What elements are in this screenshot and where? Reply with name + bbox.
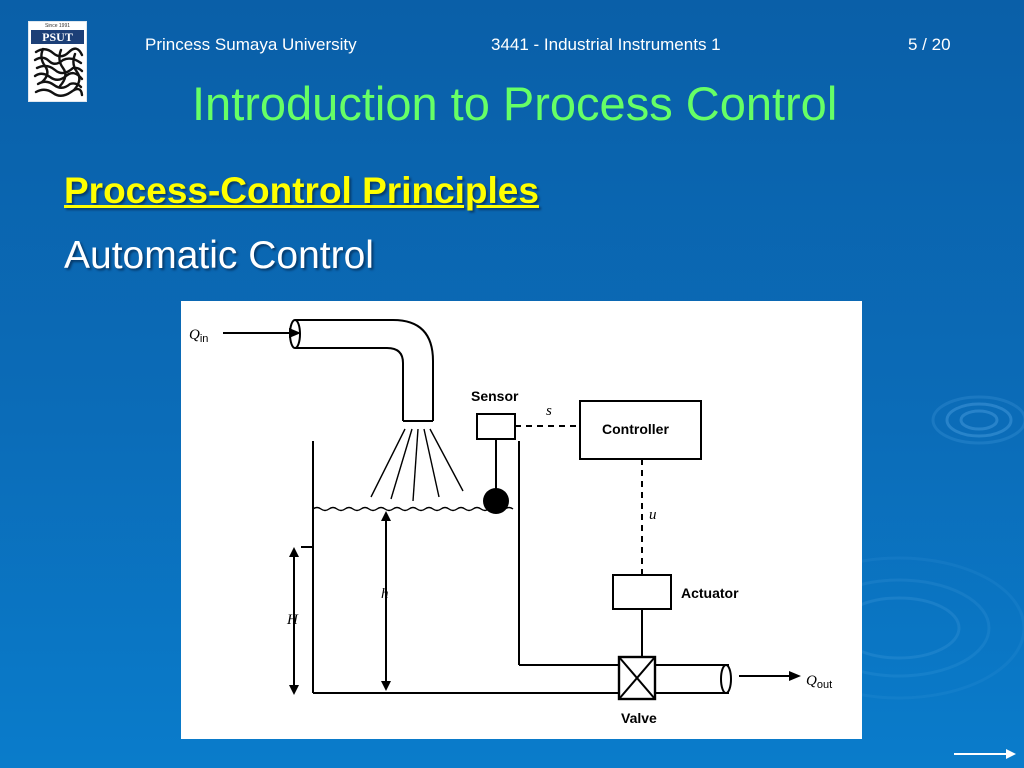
label-controller: Controller bbox=[602, 421, 669, 437]
label-signal-s: s bbox=[546, 403, 552, 419]
label-valve: Valve bbox=[621, 710, 657, 726]
psut-logo: Since 1991 PSUT bbox=[28, 21, 87, 102]
slide-subtext: Automatic Control bbox=[64, 234, 374, 277]
logo-name-text: PSUT bbox=[31, 30, 84, 44]
tank-level-control-diagram: Qin Sensor s Controller u Actuator Valve… bbox=[189, 319, 832, 726]
label-sensor: Sensor bbox=[471, 388, 519, 404]
label-q-out-sub: out bbox=[817, 679, 832, 691]
label-signal-u: u bbox=[649, 507, 657, 523]
page-number: 5 / 20 bbox=[908, 35, 951, 54]
label-actuator: Actuator bbox=[681, 585, 739, 601]
logo-since-text: Since 1991 bbox=[44, 23, 71, 29]
slide-title: Introduction to Process Control bbox=[192, 77, 838, 130]
header-course: 3441 - Industrial Instruments 1 bbox=[491, 35, 721, 54]
logo-emblem-icon bbox=[33, 46, 84, 98]
header-university: Princess Sumaya University bbox=[145, 35, 357, 54]
label-q-in: Qin bbox=[189, 327, 208, 345]
label-q-out: Qout bbox=[806, 673, 832, 691]
label-q-in-sub: in bbox=[200, 333, 209, 345]
process-control-diagram: Qin Sensor s Controller u Actuator Valve… bbox=[181, 301, 862, 739]
label-level-h: h bbox=[381, 586, 389, 602]
next-arrow-icon[interactable] bbox=[954, 748, 1016, 760]
slide-subheading: Process-Control Principles bbox=[64, 170, 539, 211]
label-q-out-main: Q bbox=[806, 673, 817, 689]
label-q-in-main: Q bbox=[189, 327, 200, 343]
label-height-H: H bbox=[286, 612, 299, 628]
